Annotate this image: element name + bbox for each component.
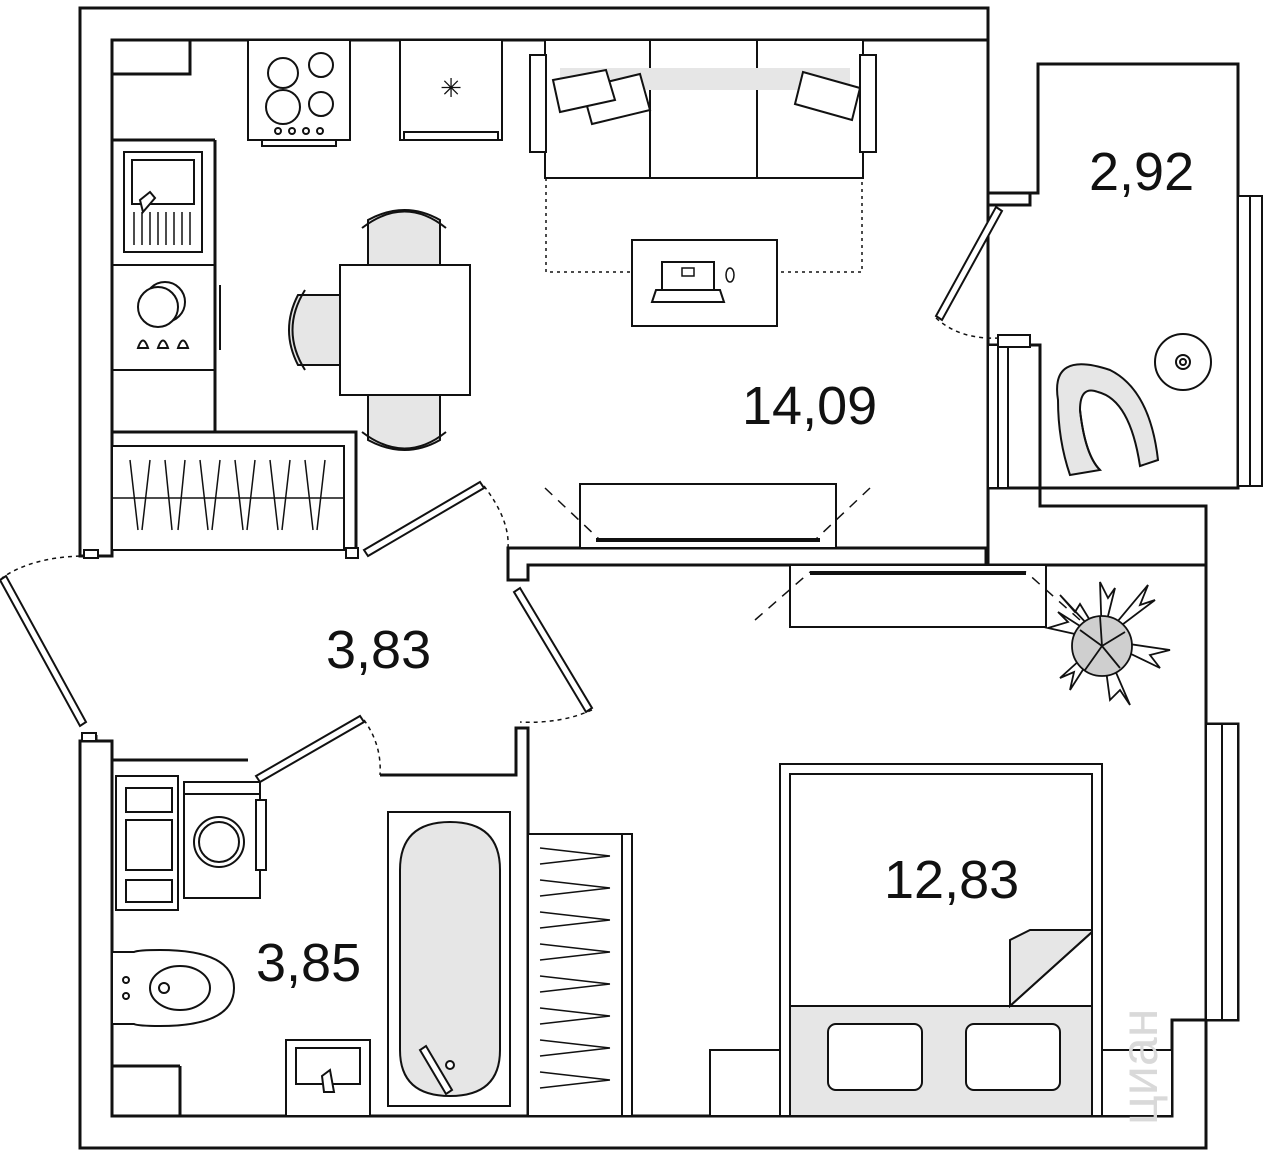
chair-left bbox=[288, 294, 341, 366]
bedroom-wardrobe bbox=[527, 833, 633, 1117]
bathroom-area: 3,85 bbox=[256, 933, 361, 993]
kitchen-furniture: ✳ bbox=[112, 39, 503, 371]
hall-wardrobe bbox=[111, 445, 345, 551]
tv-unit-living bbox=[544, 483, 871, 549]
bathroom-fixtures bbox=[111, 775, 511, 1117]
chair-top bbox=[367, 209, 441, 266]
fridge bbox=[399, 39, 503, 141]
hallway-area: 3,83 bbox=[326, 620, 431, 680]
sofa bbox=[529, 39, 877, 179]
bathroom-door bbox=[254, 714, 381, 784]
plant bbox=[1044, 581, 1171, 706]
balcony-area: 2,92 bbox=[1089, 142, 1194, 202]
living-door bbox=[345, 480, 509, 559]
watermark: циан bbox=[1111, 1009, 1169, 1125]
outer-wall bbox=[78, 6, 1240, 1150]
windows bbox=[987, 195, 1263, 1021]
balcony-door bbox=[934, 205, 1031, 348]
cooktop bbox=[247, 39, 351, 141]
bedroom-door bbox=[512, 586, 594, 723]
coffee-table bbox=[631, 239, 778, 327]
entry-door bbox=[0, 549, 99, 742]
bedroom-furniture bbox=[709, 564, 1173, 1117]
dining-set bbox=[288, 209, 471, 451]
balcony-furniture bbox=[1056, 333, 1212, 477]
svg-text:✳: ✳ bbox=[440, 74, 462, 104]
dining-table bbox=[339, 264, 471, 396]
room-labels: 14,09 2,92 3,83 3,85 12,83 bbox=[256, 142, 1194, 993]
living-kitchen-area: 14,09 bbox=[742, 376, 877, 436]
chair-bottom bbox=[367, 394, 441, 451]
bedroom-area: 12,83 bbox=[884, 850, 1019, 910]
armchair bbox=[1056, 363, 1160, 477]
